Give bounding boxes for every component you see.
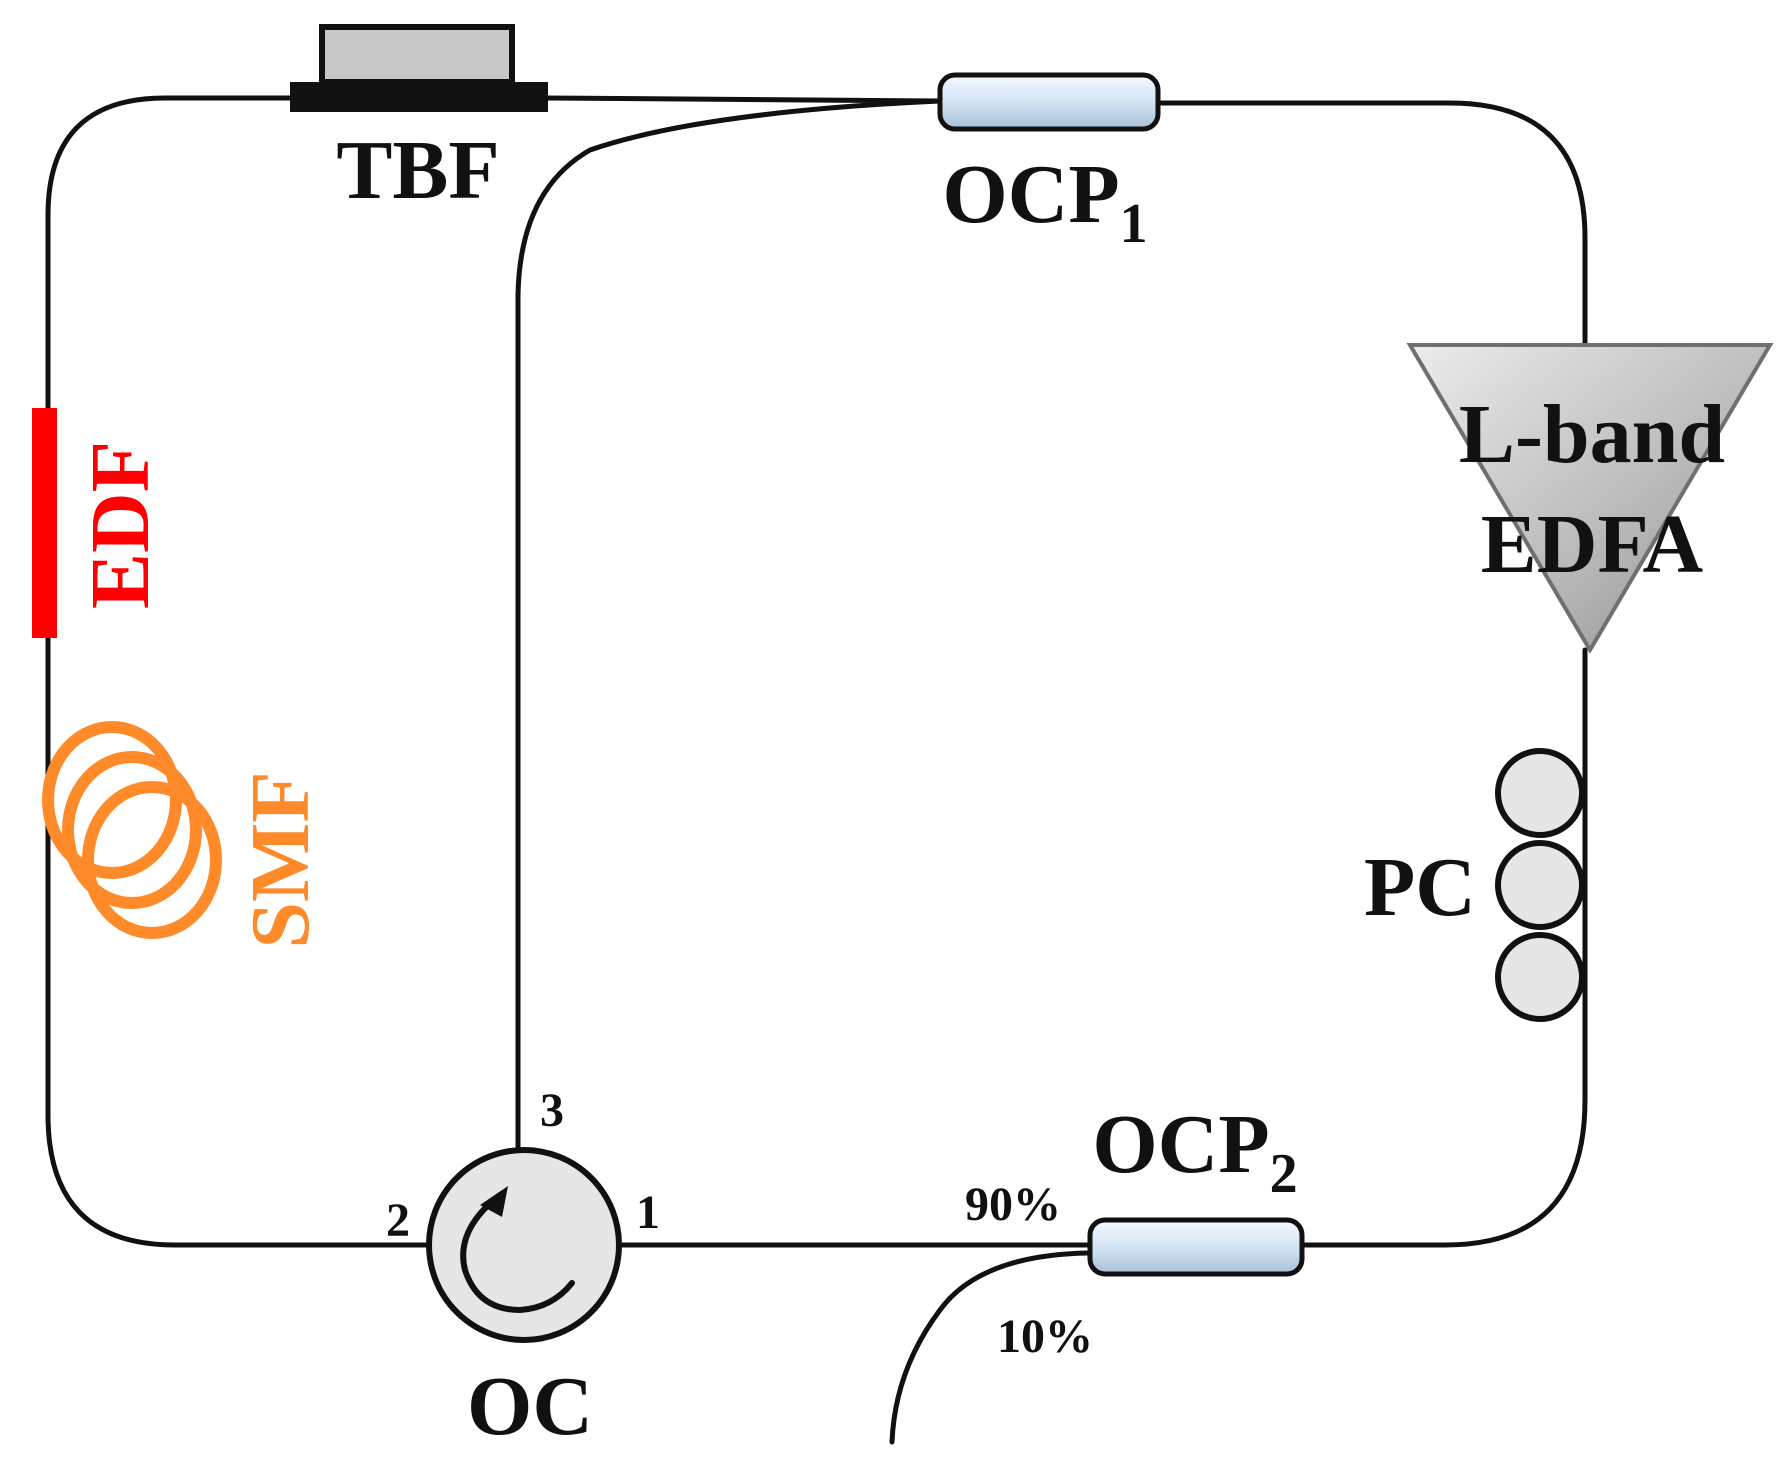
oc-label: OC <box>467 1360 593 1453</box>
fiber-right-loop <box>1155 100 1588 348</box>
ocp1-coupler <box>937 72 1161 132</box>
edf-label: EDF <box>74 441 167 609</box>
fiber-amp-to-ocp2 <box>1299 647 1588 1248</box>
ocp2-label-sub: 2 <box>1270 1143 1298 1205</box>
pc-label: PC <box>1364 841 1476 934</box>
edfa-amplifier <box>1406 343 1774 654</box>
ocp2-label: OCP2 <box>1092 1098 1297 1205</box>
port-2-label: 2 <box>386 1194 410 1247</box>
ocp1-label-main: OCP <box>942 148 1119 241</box>
fiber-output-10 <box>889 1250 1091 1445</box>
tbf-base <box>290 82 548 112</box>
split-10-label: 10% <box>997 1310 1093 1363</box>
tbf-label: TBF <box>336 124 499 217</box>
polarization-controller <box>1495 748 1585 1022</box>
fiber-tbf-to-ocp1 <box>545 95 943 104</box>
ocp2-coupler <box>1087 1217 1305 1277</box>
ocp1-label-sub: 1 <box>1120 193 1148 255</box>
ocp1-label: OCP1 <box>942 148 1147 255</box>
edfa-label-line1: L-band <box>1459 388 1725 481</box>
fiber-ocp1-to-oc-port3 <box>515 98 943 1151</box>
tbf-body <box>319 24 515 85</box>
curved-arrow-icon <box>460 1186 575 1314</box>
smf-coil <box>42 721 222 939</box>
port-1-label: 1 <box>636 1186 660 1239</box>
ocp2-label-main: OCP <box>1092 1098 1269 1191</box>
edfa-label-line2: EDFA <box>1481 498 1704 591</box>
port-3-label: 3 <box>540 1084 564 1137</box>
fiber-left-loop <box>45 95 433 1248</box>
split-90-label: 90% <box>965 1178 1061 1231</box>
smf-label: SMF <box>234 771 327 948</box>
edf-segment <box>32 408 57 638</box>
